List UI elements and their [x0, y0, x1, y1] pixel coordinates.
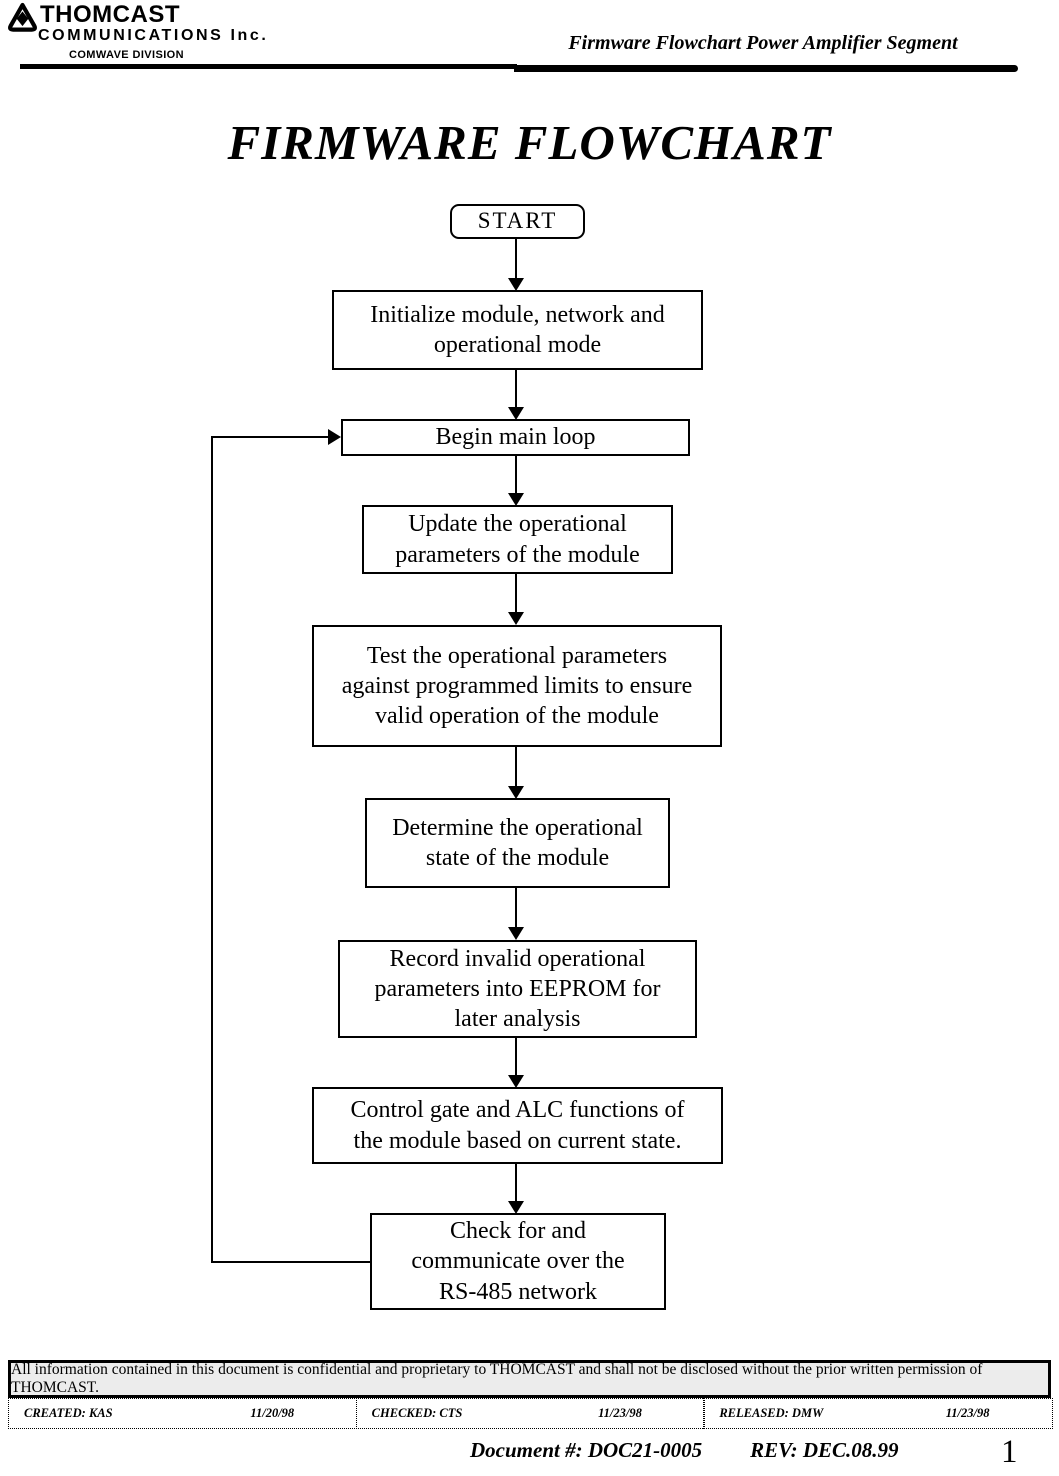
confidentiality-notice: All information contained in this docume… — [8, 1360, 1051, 1398]
flow-step-record-eeprom: Record invalid operational parameters in… — [338, 940, 697, 1038]
arrowhead-right-icon — [328, 429, 341, 445]
document-number: Document #: DOC21-0005 — [470, 1438, 703, 1462]
flow-step-test-parameters: Test the operational parameters against … — [312, 625, 722, 747]
arrowhead-down-icon — [508, 407, 524, 420]
flow-step-control-gate-alc: Control gate and ALC functions of the mo… — [312, 1087, 723, 1164]
flow-step-determine-state: Determine the operational state of the m… — [365, 798, 670, 888]
page-title: FIRMWARE FLOWCHART — [227, 115, 832, 170]
approval-date: 11/23/98 — [598, 1406, 642, 1420]
loopback-line-bottom — [211, 1261, 371, 1263]
document-header-title: Firmware Flowchart Power Amplifier Segme… — [568, 32, 958, 54]
connector-update-test — [515, 574, 517, 613]
arrowhead-down-icon — [508, 612, 524, 625]
header-rule-right — [514, 65, 1018, 72]
arrowhead-down-icon — [508, 1201, 524, 1214]
connector-determine-record — [515, 888, 517, 928]
approval-released: RELEASED: DMW 11/23/98 — [703, 1398, 1053, 1429]
brand-name: THOMCAST — [40, 1, 180, 28]
brand-subtitle: COMMUNICATIONS Inc. — [38, 27, 269, 44]
approval-date: 11/23/98 — [945, 1406, 990, 1420]
approvals-table: CREATED: KAS 11/20/98 CHECKED: CTS 11/23… — [8, 1398, 1053, 1429]
arrowhead-down-icon — [508, 1075, 524, 1088]
revision: REV: DEC.08.99 — [750, 1438, 899, 1462]
flow-step-initialize: Initialize module, network and operation… — [332, 290, 703, 370]
page-number: 1 — [1001, 1434, 1018, 1470]
approval-created: CREATED: KAS 11/20/98 — [8, 1398, 358, 1429]
connector-test-determine — [515, 747, 517, 787]
arrowhead-down-icon — [508, 493, 524, 506]
loopback-line-top — [211, 436, 329, 438]
brand-division: COMWAVE DIVISION — [69, 49, 184, 61]
connector-control-check — [515, 1164, 517, 1202]
arrowhead-down-icon — [508, 278, 524, 291]
approval-date: 11/20/98 — [250, 1406, 295, 1420]
loopback-line-vertical — [211, 436, 213, 1263]
flow-step-start: START — [450, 204, 585, 239]
header-rule-left — [20, 64, 517, 69]
connector-record-control — [515, 1038, 517, 1076]
document-id-line: Document #: DOC21-0005 REV: DEC.08.99 — [470, 1438, 899, 1463]
approval-checked: CHECKED: CTS 11/23/98 — [355, 1398, 705, 1429]
approval-label: CREATED: KAS — [24, 1406, 113, 1420]
approval-label: RELEASED: DMW — [719, 1406, 824, 1420]
connector-start-initialize — [515, 239, 517, 279]
arrowhead-down-icon — [508, 927, 524, 940]
connector-initialize-begin — [515, 370, 517, 408]
connector-begin-update — [515, 456, 517, 494]
flow-step-begin-main-loop: Begin main loop — [341, 419, 690, 456]
flow-step-update-parameters: Update the operational parameters of the… — [362, 505, 673, 574]
flow-step-check-rs485: Check for and communicate over the RS-48… — [370, 1213, 666, 1310]
approval-label: CHECKED: CTS — [371, 1406, 463, 1420]
arrowhead-down-icon — [508, 786, 524, 799]
thomcast-logo-icon — [8, 2, 37, 32]
